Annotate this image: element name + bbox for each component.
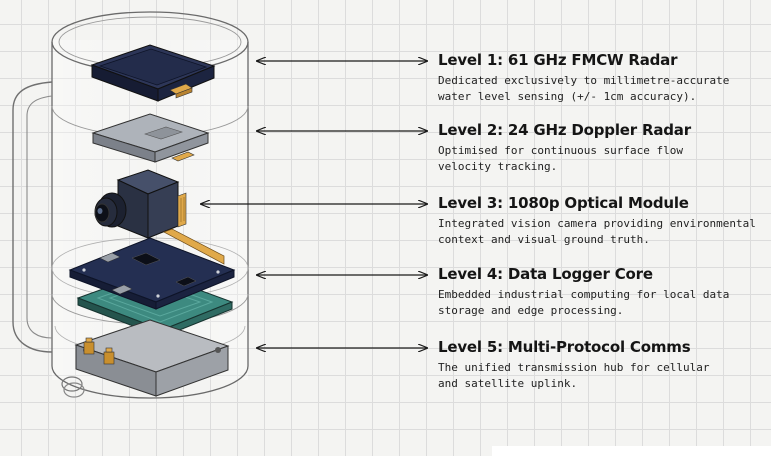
level-1-callout: Level 1: 61 GHz FMCW Radar Dedicated exc…: [438, 51, 771, 105]
level-1-description: Dedicated exclusively to millimetre-accu…: [438, 74, 730, 103]
doppler-radar-module: [91, 113, 210, 163]
level-2-callout: Level 2: 24 GHz Doppler Radar Optimised …: [438, 121, 771, 175]
level-4-callout: Level 4: Data Logger Core Embedded indus…: [438, 265, 771, 319]
level-5-callout: Level 5: Multi-Protocol Comms The unifie…: [438, 338, 771, 392]
data-logger-pcb: [68, 228, 236, 310]
level-1-title: Level 1: 61 GHz FMCW Radar: [438, 51, 678, 69]
level-2-description: Optimised for continuous surface flow ve…: [438, 144, 684, 173]
fmcw-radar-module: [90, 44, 216, 102]
enclosure-handle: [12, 81, 53, 353]
level-5-description: The unified transmission hub for cellula…: [438, 361, 710, 390]
level-2-title: Level 2: 24 GHz Doppler Radar: [438, 121, 691, 139]
level-4-description: Embedded industrial computing for local …: [438, 288, 730, 317]
level-5-title: Level 5: Multi-Protocol Comms: [438, 338, 691, 356]
level-3-description: Integrated vision camera providing envir…: [438, 217, 756, 246]
bottom-panel: [492, 446, 771, 456]
cable-coil: [61, 376, 85, 398]
level-4-title: Level 4: Data Logger Core: [438, 265, 653, 283]
level-3-title: Level 3: 1080p Optical Module: [438, 194, 689, 212]
antenna-connector-icon: [83, 337, 115, 365]
comms-enclosure: [74, 319, 230, 397]
level-3-callout: Level 3: 1080p Optical Module Integrated…: [438, 194, 771, 248]
optical-camera-module: [94, 169, 187, 239]
